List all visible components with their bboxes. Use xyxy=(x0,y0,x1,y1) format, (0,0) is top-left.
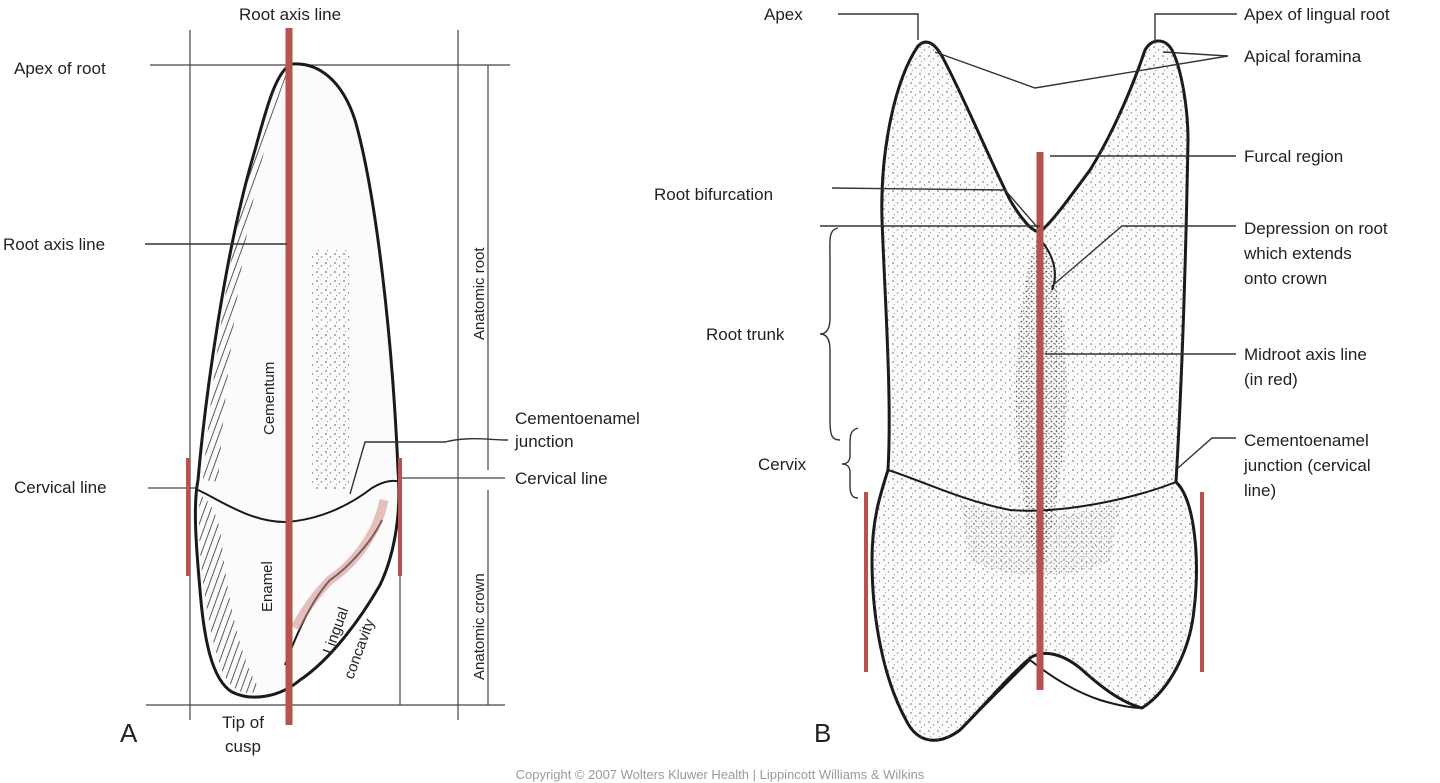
label-cej-b-2: junction (cervical xyxy=(1243,456,1371,475)
apical-foramina-leader-2 xyxy=(1162,51,1229,57)
label-midroot-1: Midroot axis line xyxy=(1244,345,1367,364)
enamel-shading xyxy=(199,495,260,693)
cej-leader xyxy=(349,437,509,495)
panel-a: Root axis line Apex of root Root axis li… xyxy=(3,5,640,756)
cementum-stipple xyxy=(312,250,352,490)
label-root-axis-line: Root axis line xyxy=(3,235,105,254)
root-shading xyxy=(203,66,292,482)
label-midroot-2: (in red) xyxy=(1244,370,1298,389)
label-depression-2: which extends xyxy=(1243,244,1352,263)
label-cej-line2: junction xyxy=(514,432,574,451)
bifurcation-leader xyxy=(831,187,1039,229)
apex-lingual-leader xyxy=(1154,13,1237,42)
cementoenamel-junction-line xyxy=(197,479,401,524)
label-cej-b-1: Cementoenamel xyxy=(1244,431,1369,450)
label-depression-3: onto crown xyxy=(1244,269,1327,288)
label-apex: Apex xyxy=(764,5,803,24)
label-enamel: Enamel xyxy=(259,561,276,612)
label-tip-line2: cusp xyxy=(225,737,261,756)
label-cej-line1: Cementoenamel xyxy=(515,409,640,428)
label-furcal-region: Furcal region xyxy=(1244,147,1343,166)
cej-b-leader xyxy=(1177,437,1236,469)
label-depression-1: Depression on root xyxy=(1244,219,1388,238)
label-root-axis-top: Root axis line xyxy=(239,5,341,24)
label-anatomic-crown: Anatomic crown xyxy=(471,573,488,680)
label-root-trunk: Root trunk xyxy=(706,325,785,344)
lingual-highlight xyxy=(291,499,389,631)
root-trunk-brace xyxy=(819,227,841,441)
panel-b: Apex Apex of lingual root Apical foramin… xyxy=(654,5,1390,748)
label-cervix: Cervix xyxy=(758,455,807,474)
cervix-brace xyxy=(841,427,859,499)
occlusal-outline xyxy=(959,658,1143,731)
label-anatomic-root: Anatomic root xyxy=(471,247,488,340)
copyright-footer: Copyright © 2007 Wolters Kluwer Health |… xyxy=(516,767,925,782)
apex-leader xyxy=(838,13,919,40)
label-cervical-line-right: Cervical line xyxy=(515,469,608,488)
label-cementum: Cementum xyxy=(261,362,278,435)
panel-a-letter: A xyxy=(120,718,138,748)
label-apex-lingual-root: Apex of lingual root xyxy=(1244,5,1390,24)
depression-leader xyxy=(1051,225,1236,287)
label-root-bifurcation: Root bifurcation xyxy=(654,185,773,204)
panel-b-letter: B xyxy=(814,718,831,748)
cervical-line-b xyxy=(887,469,1177,512)
label-tip-line1: Tip of xyxy=(222,713,264,732)
label-cej-b-3: line) xyxy=(1244,481,1276,500)
label-apex-of-root: Apex of root xyxy=(14,59,106,78)
apical-foramina-leader xyxy=(934,51,1229,89)
label-apical-foramina: Apical foramina xyxy=(1244,47,1362,66)
label-cervical-line-left: Cervical line xyxy=(14,478,107,497)
